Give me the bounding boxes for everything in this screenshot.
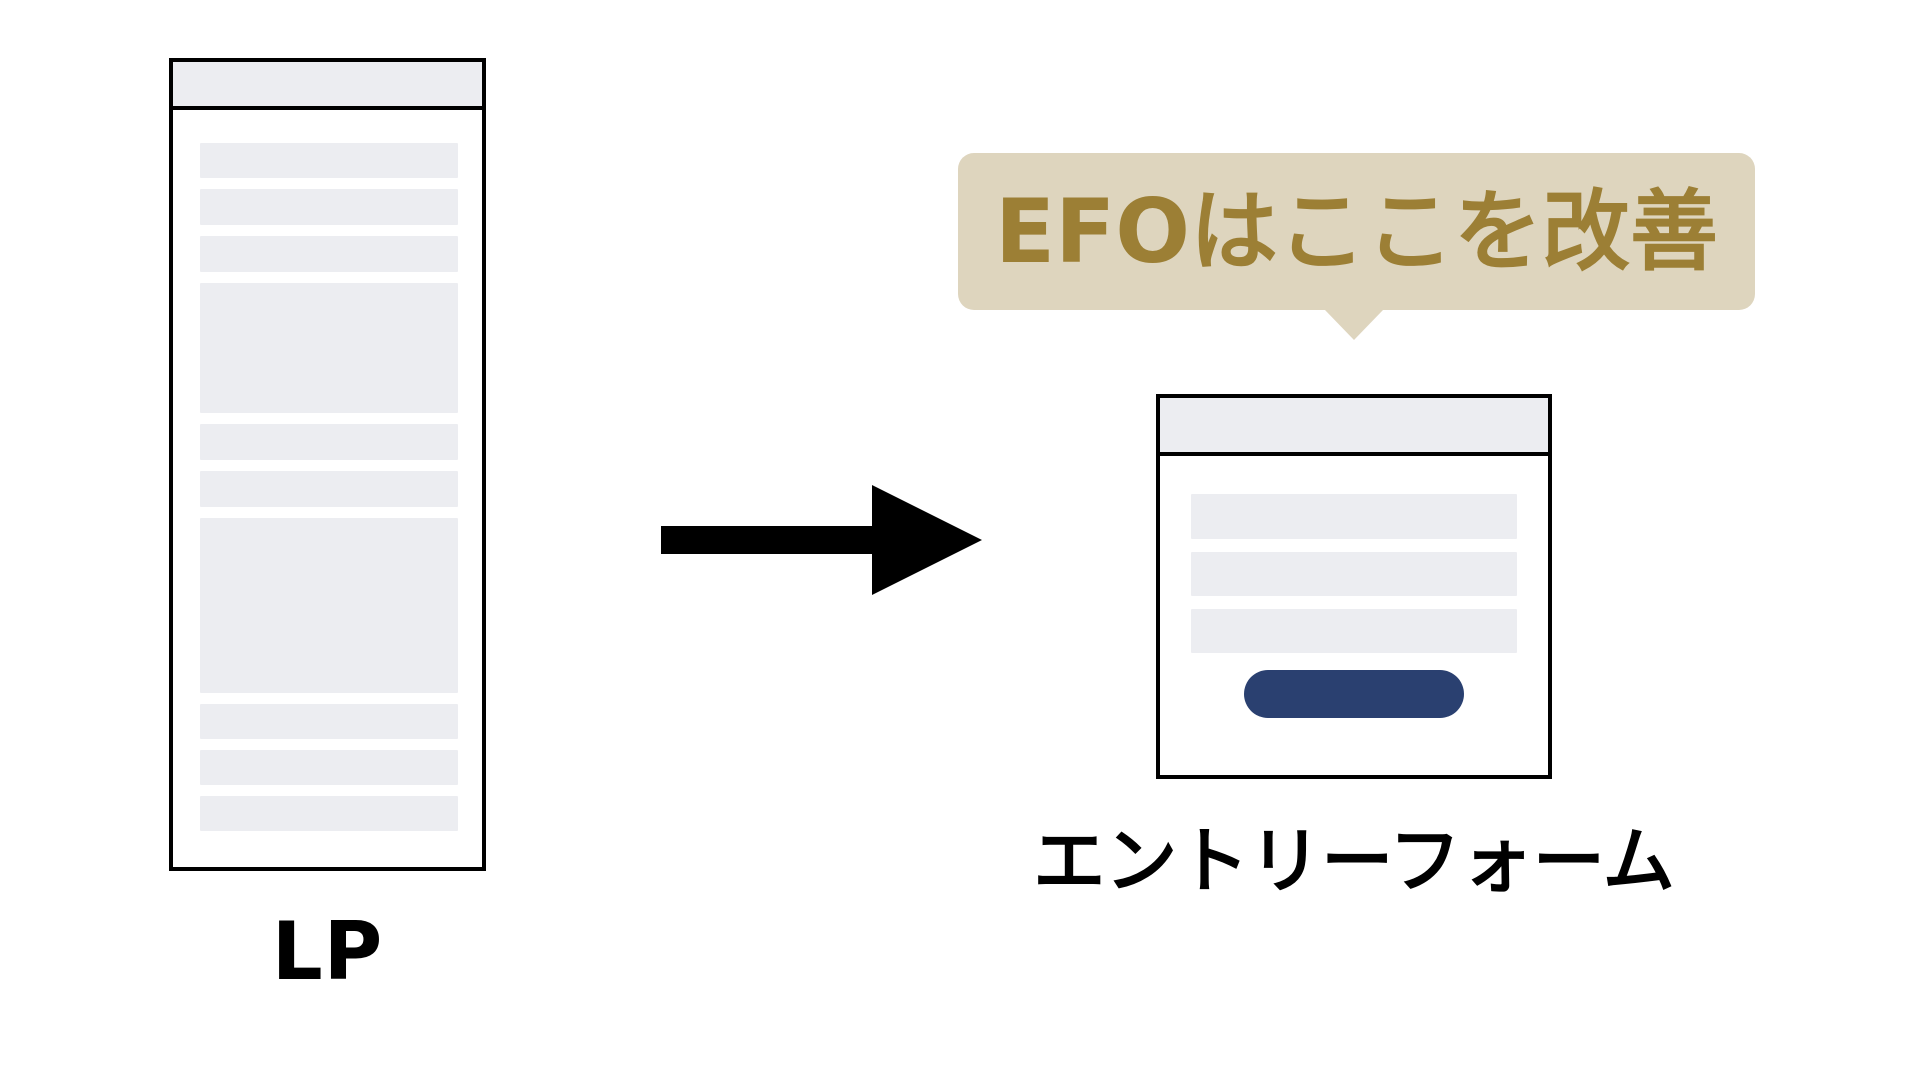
placeholder-bar	[200, 143, 458, 178]
placeholder-bar	[200, 704, 458, 739]
callout-tail-pointer	[1325, 310, 1383, 340]
placeholder-bar	[200, 424, 458, 460]
placeholder-bar	[200, 518, 458, 693]
lp-wireframe-content	[173, 110, 482, 831]
placeholder-bar	[200, 236, 458, 272]
placeholder-bar	[200, 189, 458, 225]
lp-label: LP	[271, 905, 384, 998]
lp-wireframe-header-bar	[173, 62, 482, 110]
placeholder-bar	[200, 283, 458, 413]
lp-wireframe-window	[169, 58, 486, 871]
entry-form-wireframe-window	[1156, 394, 1552, 779]
placeholder-bar	[1191, 609, 1517, 653]
arrow-right-icon	[661, 485, 982, 595]
placeholder-bar	[200, 471, 458, 507]
placeholder-bar	[200, 796, 458, 831]
entry-form-header-bar	[1160, 398, 1548, 456]
entry-form-submit-button-placeholder	[1244, 670, 1464, 718]
entry-form-label: エントリーフォーム	[1033, 819, 1675, 903]
entry-form-content	[1160, 456, 1548, 653]
efo-callout-text: EFOはここを改善	[994, 179, 1719, 283]
efo-callout-bubble: EFOはここを改善	[958, 153, 1755, 340]
placeholder-bar	[1191, 494, 1517, 539]
placeholder-bar	[200, 750, 458, 785]
placeholder-bar	[1191, 552, 1517, 596]
